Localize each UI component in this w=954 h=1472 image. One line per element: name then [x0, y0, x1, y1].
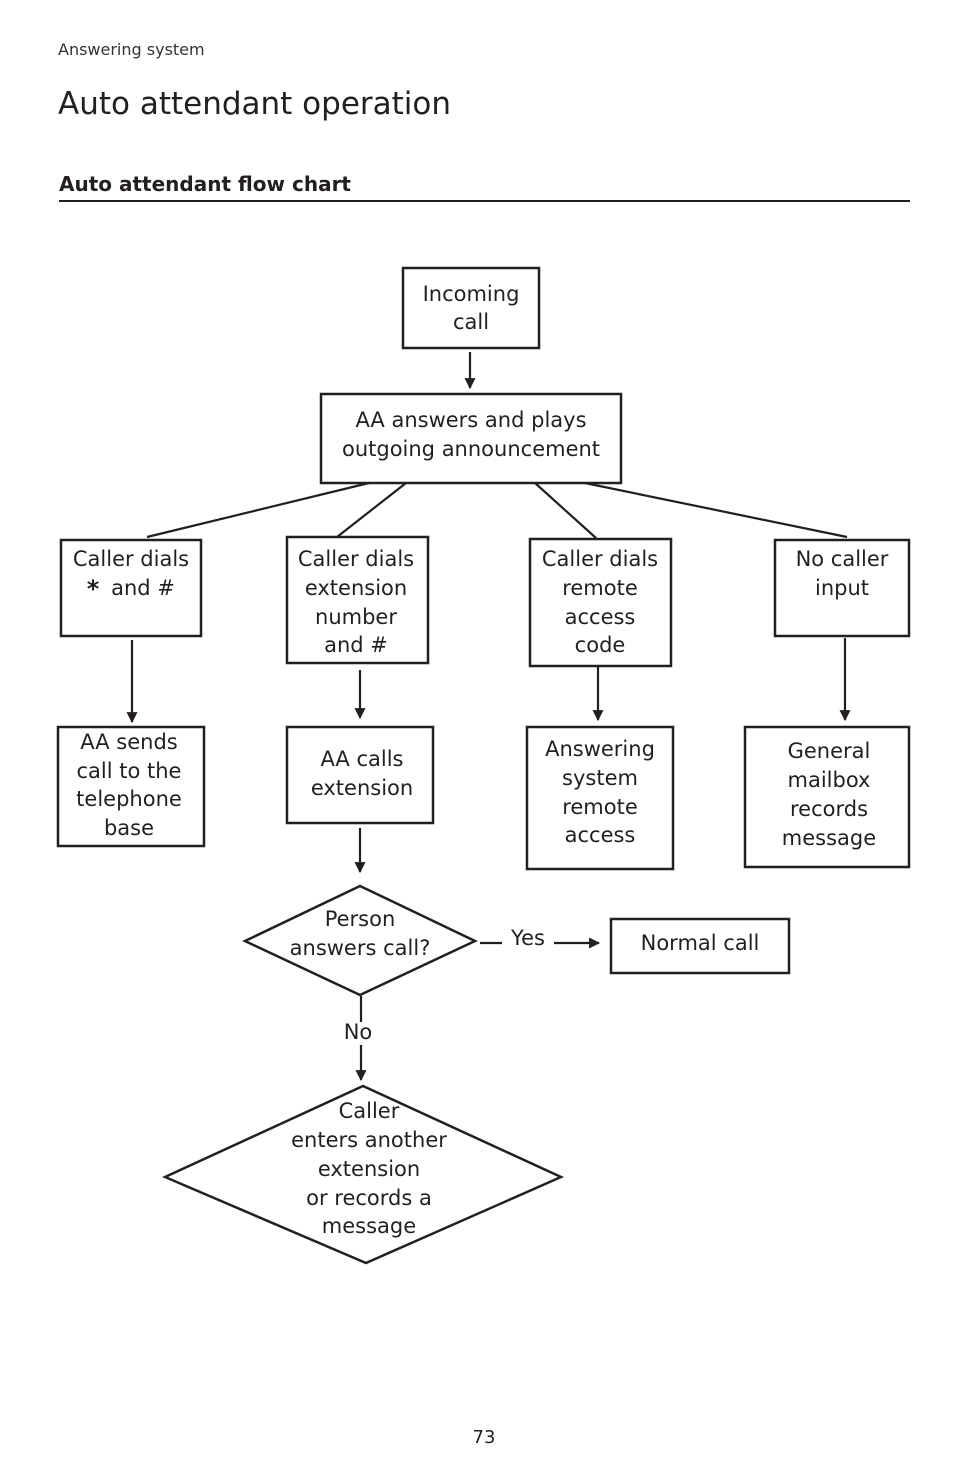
- section-heading: Auto attendant flow chart: [59, 172, 351, 196]
- node-text: outgoing announcement: [342, 437, 600, 461]
- node-text: Incoming: [423, 282, 520, 306]
- running-header: Answering system: [58, 40, 205, 59]
- node-text: remote: [562, 576, 638, 600]
- node-text: message: [782, 826, 876, 850]
- node-text: input: [815, 576, 869, 600]
- node-text: records: [790, 797, 868, 821]
- node-text: Caller: [339, 1099, 400, 1123]
- node-text: extension: [311, 776, 413, 800]
- branch-line-no-input: [579, 480, 848, 539]
- node-caller-dials-extension: Caller dials extension number and #: [285, 535, 430, 665]
- node-aa-sends-to-base: AA sends call to the telephone base: [56, 725, 206, 848]
- section-rule: [59, 200, 910, 202]
- node-aa-calls-extension: AA calls extension: [285, 725, 435, 825]
- yes-label: Yes: [510, 926, 545, 950]
- node-text: Caller dials: [542, 547, 658, 571]
- node-general-mailbox: General mailbox records message: [743, 725, 911, 869]
- node-text: answers call?: [290, 936, 431, 960]
- node-text: and #: [111, 576, 175, 600]
- node-text: Person: [325, 907, 396, 931]
- node-text: No caller: [796, 547, 889, 571]
- star-symbol: *: [87, 575, 100, 603]
- node-text: remote: [562, 795, 638, 819]
- node-text: Caller dials: [298, 547, 414, 571]
- decision-person-answers: Person answers call?: [242, 884, 478, 997]
- node-text: access: [565, 605, 636, 629]
- branch-line-remote: [534, 482, 597, 539]
- node-normal-call: Normal call: [609, 917, 791, 975]
- node-aa-answers: AA answers and plays outgoing announceme…: [319, 392, 623, 485]
- branch-line-extension: [336, 482, 407, 538]
- page-number: 73: [472, 1427, 496, 1448]
- node-text: call to the: [77, 759, 182, 783]
- node-text: Answering: [545, 737, 655, 761]
- decision-caller-enters: Caller enters another extension or recor…: [161, 1084, 565, 1265]
- page-title: Auto attendant operation: [58, 86, 452, 122]
- node-text: telephone: [76, 787, 182, 811]
- node-text: AA answers and plays: [355, 408, 586, 432]
- node-text: access: [565, 823, 636, 847]
- node-text: code: [575, 633, 626, 657]
- node-text: extension: [305, 576, 407, 600]
- node-text: extension: [318, 1157, 420, 1181]
- node-caller-dials-remote-code: Caller dials remote access code: [528, 537, 673, 668]
- node-text: enters another: [291, 1128, 447, 1152]
- node-text: or records a: [306, 1186, 432, 1210]
- no-label: No: [344, 1020, 373, 1044]
- node-text: Caller dials: [73, 547, 189, 571]
- node-text: and #: [324, 633, 388, 657]
- node-text: message: [322, 1214, 416, 1238]
- node-caller-dials-star: Caller dials * and #: [59, 538, 203, 638]
- node-text: mailbox: [788, 768, 871, 792]
- node-text: General: [788, 739, 871, 763]
- node-text: Normal call: [641, 931, 760, 955]
- node-text: base: [104, 816, 154, 840]
- node-no-caller-input: No caller input: [773, 538, 911, 638]
- node-text: number: [315, 605, 397, 629]
- branch-line-star: [146, 481, 370, 539]
- node-text: AA sends: [80, 730, 177, 754]
- node-incoming-call: Incoming call: [401, 266, 541, 350]
- node-text: AA calls: [320, 747, 403, 771]
- node-text: call: [453, 310, 489, 334]
- node-remote-access: Answering system remote access: [525, 725, 675, 871]
- node-text: system: [562, 766, 638, 790]
